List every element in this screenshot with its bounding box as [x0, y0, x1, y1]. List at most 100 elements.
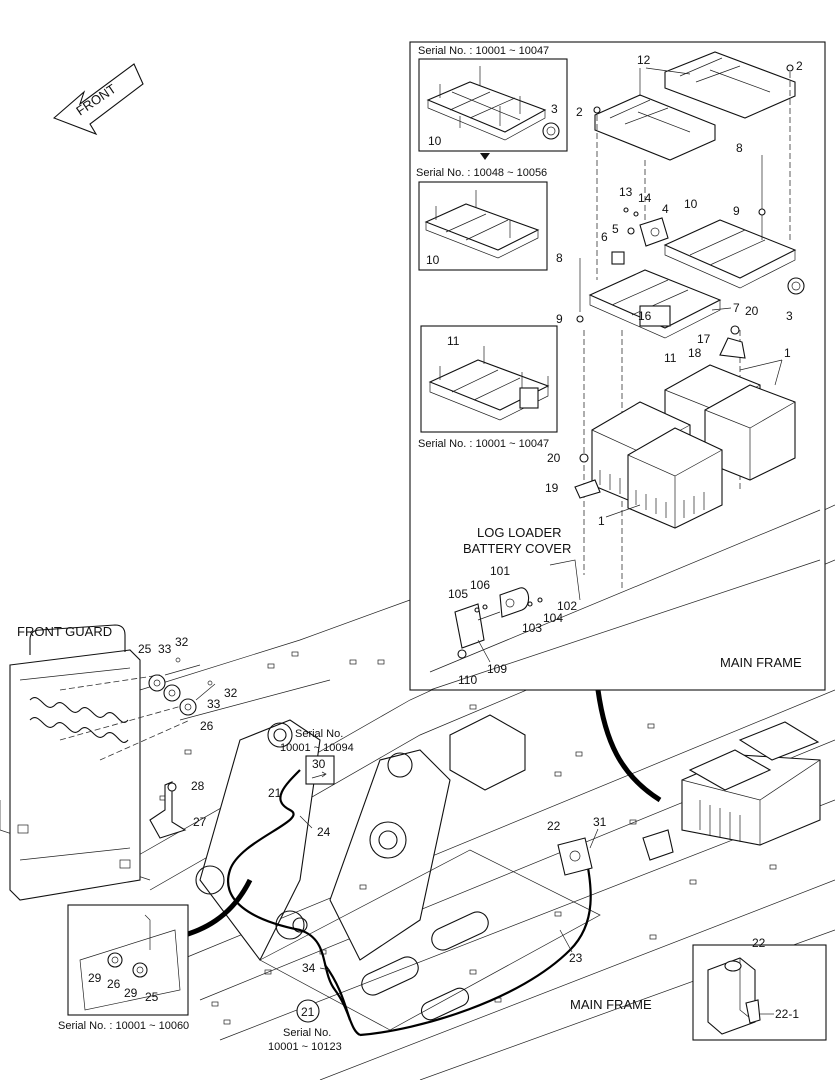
tray-c-drawing [428, 346, 550, 421]
inset-mount-drawing [79, 914, 181, 1011]
label-11b: 11 [664, 351, 677, 365]
label-2a: 2 [576, 105, 583, 119]
battery-cable-23 [359, 849, 592, 1037]
label-10c: 10 [684, 197, 698, 211]
rubber-mount-group [148, 657, 216, 716]
batteries-1 [591, 364, 796, 529]
front-guard-caption: FRONT GUARD [17, 624, 112, 639]
label-20b: 20 [547, 451, 561, 465]
label-22a: 22 [547, 819, 561, 833]
label-18: 18 [688, 346, 702, 360]
tray-11-drawing [588, 269, 722, 339]
label-5: 5 [612, 222, 619, 236]
serial-10001-10047-top: Serial No. : 10001 ~ 10047 [418, 45, 549, 57]
label-26b: 26 [107, 977, 121, 991]
label-25b: 25 [145, 990, 159, 1004]
battery-cable-24 [227, 769, 361, 1036]
label-8b: 8 [556, 251, 563, 265]
label-102: 102 [557, 599, 577, 613]
part-21-circle [296, 999, 320, 1023]
main-frame-bottom-caption: MAIN FRAME [570, 997, 652, 1012]
tray-10-drawing [663, 219, 797, 289]
bracket-27-drawing [149, 781, 187, 839]
label-24: 24 [317, 825, 331, 839]
relay-101-drawing [454, 587, 530, 659]
label-6: 6 [601, 230, 608, 244]
label-31: 31 [593, 815, 607, 829]
frame-bolt-pads [159, 651, 777, 1025]
label-7: 7 [733, 301, 740, 315]
leader-cable-battery-box [595, 689, 662, 803]
part-30-box [305, 755, 335, 785]
label-9b: 9 [556, 312, 563, 326]
inset-front-guard-mounts [67, 904, 189, 1016]
label-32b: 32 [224, 686, 238, 700]
label-1a: 1 [784, 346, 791, 360]
label-33b: 33 [207, 697, 221, 711]
battery-covers-12 [594, 51, 796, 161]
serial-10001-10060: Serial No. : 10001 ~ 10060 [58, 1020, 189, 1032]
serial-range-10094: 10001 ~ 10094 [280, 742, 354, 754]
main-frame-inset-caption: MAIN FRAME [720, 655, 802, 670]
label-17: 17 [697, 332, 711, 346]
front-arrow-icon: FRONT [52, 63, 144, 136]
label-19: 19 [545, 481, 559, 495]
label-104: 104 [543, 611, 563, 625]
arrow-down-icon [480, 153, 490, 160]
label-3b: 3 [786, 309, 793, 323]
label-9a: 9 [733, 204, 740, 218]
label-109: 109 [487, 662, 507, 676]
master-switch-22-drawing [557, 837, 593, 876]
tray-a-drawing [426, 66, 560, 141]
label-23: 23 [569, 951, 583, 965]
part-18-holddown [719, 337, 746, 359]
part-6-clamp [611, 251, 625, 265]
tray-b-drawing [424, 190, 540, 259]
label-32a: 32 [175, 635, 189, 649]
label-22b: 22 [752, 936, 766, 950]
label-22-1: 22-1 [775, 1007, 799, 1021]
log-loader-line1: LOG LOADER [477, 525, 562, 540]
battery-box-on-frame [681, 721, 821, 846]
label-25a: 25 [138, 642, 152, 656]
label-29b: 29 [124, 986, 138, 1000]
label-21a: 21 [268, 786, 282, 800]
label-10a: 10 [428, 134, 442, 148]
label-13: 13 [619, 185, 633, 199]
subinset-tray-c [420, 325, 558, 433]
label-10b: 10 [426, 253, 440, 267]
label-20a: 20 [745, 304, 759, 318]
leader-cable-frontguard [184, 878, 253, 938]
label-4: 4 [662, 202, 669, 216]
serial-range-10123: 10001 ~ 10123 [268, 1041, 342, 1053]
serial-label-b: Serial No. [283, 1027, 331, 1039]
label-11a: 11 [447, 334, 460, 348]
serial-label-a: Serial No. [295, 728, 343, 740]
label-27: 27 [193, 815, 207, 829]
label-33a: 33 [158, 642, 172, 656]
serial-10048-10056: Serial No. : 10048 ~ 10056 [416, 167, 547, 179]
label-105: 105 [448, 587, 468, 601]
log-loader-line2: BATTERY COVER [463, 541, 571, 556]
label-34: 34 [302, 961, 316, 975]
label-103: 103 [522, 621, 542, 635]
label-106: 106 [470, 578, 490, 592]
front-guard-drawing [9, 624, 191, 901]
label-1b: 1 [598, 514, 605, 528]
label-110: 110 [458, 673, 477, 687]
switch-22-detail [707, 957, 761, 1035]
label-8a: 8 [736, 141, 743, 155]
label-3a: 3 [551, 102, 558, 116]
part-3-switch [787, 277, 805, 295]
label-101: 101 [490, 564, 510, 578]
label-12: 12 [637, 53, 651, 67]
label-29a: 29 [88, 971, 102, 985]
label-28: 28 [191, 779, 205, 793]
part-19-bracket [574, 479, 601, 499]
relay-on-frame-drawing [642, 829, 674, 861]
subinset-tray-b [418, 181, 548, 271]
label-26a: 26 [200, 719, 214, 733]
subinset-tray-a [418, 58, 568, 152]
serial-10001-10047-bottom: Serial No. : 10001 ~ 10047 [418, 438, 549, 450]
